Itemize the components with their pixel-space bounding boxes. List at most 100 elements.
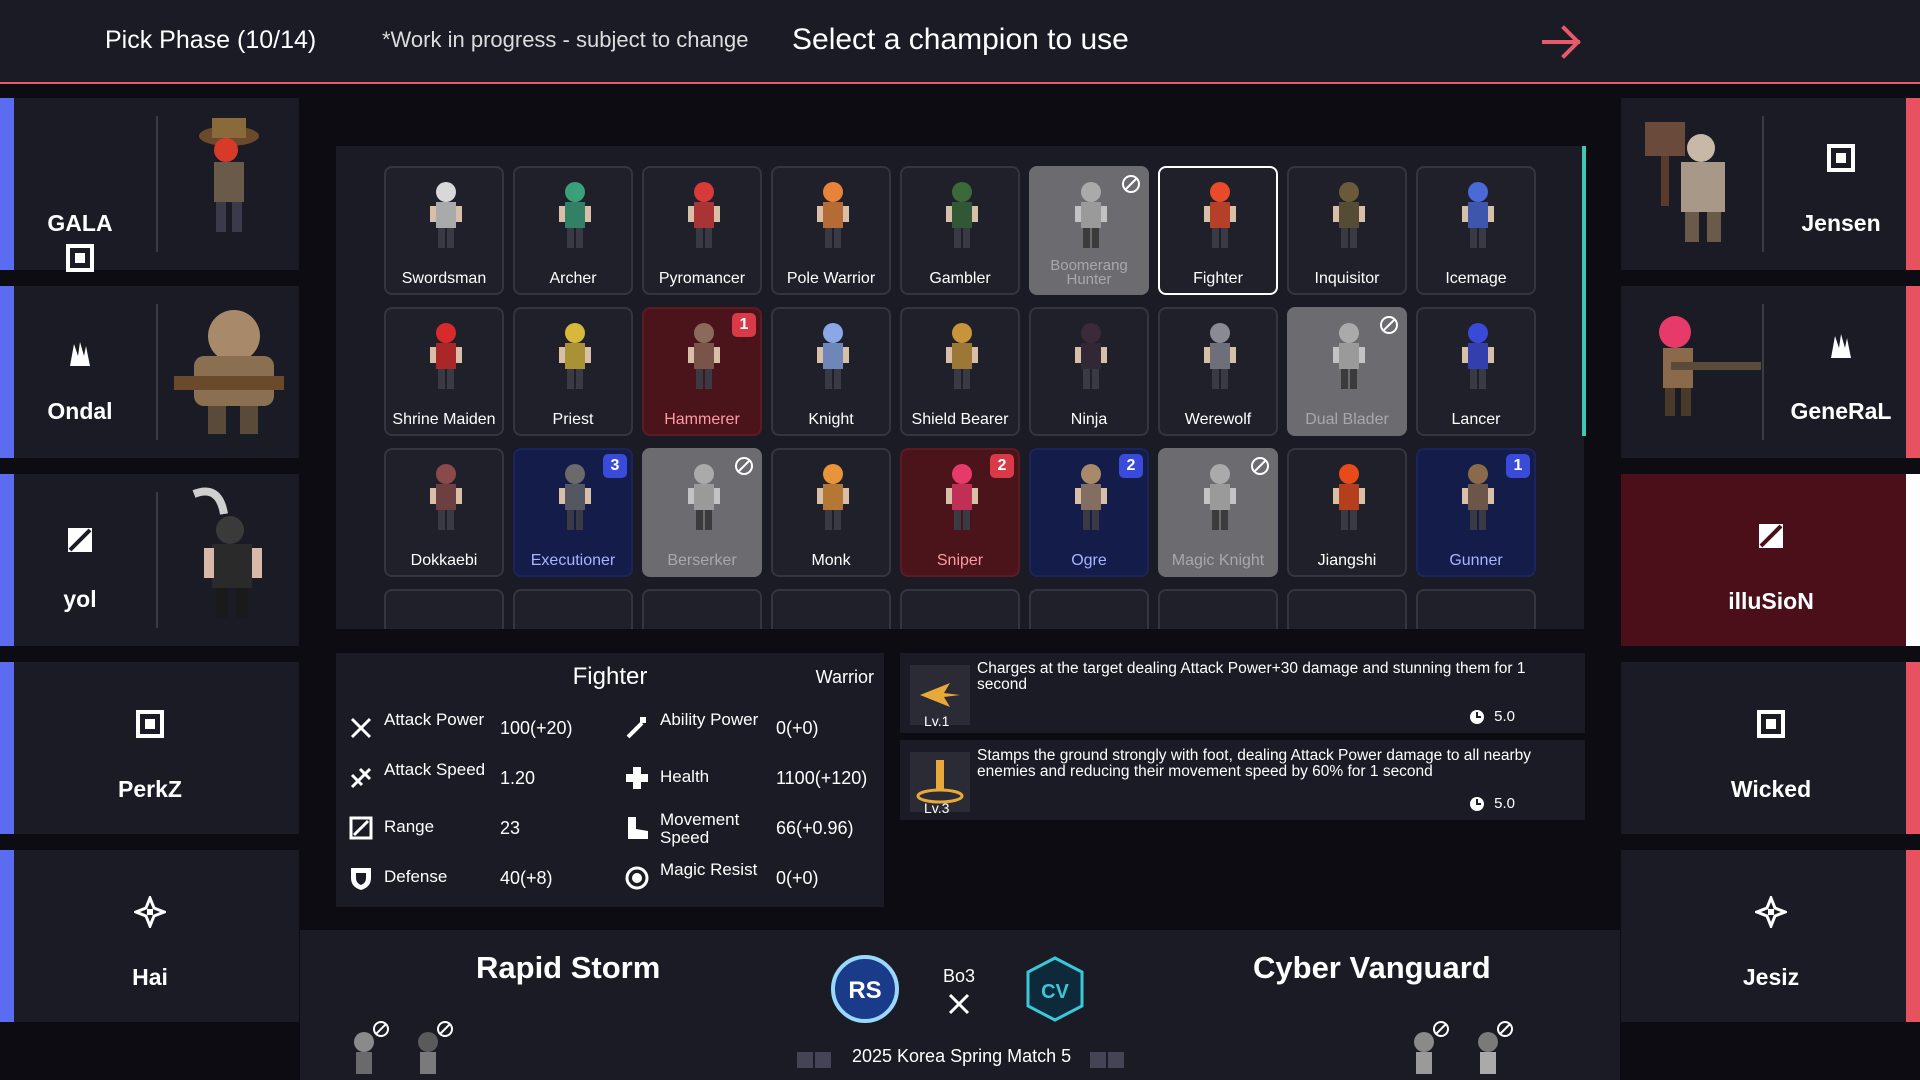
player-name: Jensen [1801, 210, 1881, 236]
champion-name: Boomerang Hunter [1050, 257, 1128, 288]
pick-order-badge: 2 [1119, 454, 1143, 478]
champion-sprite [817, 182, 849, 248]
champion-name: Pyromancer [658, 270, 746, 287]
champion-sprite [1333, 464, 1365, 530]
champion-sprite [688, 323, 720, 389]
champion-card-knight[interactable]: Knight [771, 307, 891, 436]
instruction-title: Select a champion to use [792, 23, 1129, 56]
champion-sprite [559, 182, 591, 248]
champion-card-hidden-row[interactable] [513, 589, 633, 629]
champion-sprite [430, 323, 462, 389]
slash-role-icon [68, 528, 92, 552]
champion-card-werewolf[interactable]: Werewolf [1158, 307, 1278, 436]
champion-card-hidden-row[interactable] [642, 589, 762, 629]
champion-sprite [1462, 464, 1494, 530]
champion-portrait-ogre [174, 310, 284, 434]
champion-sprite [1075, 182, 1107, 248]
champion-name: Jiangshi [1317, 552, 1377, 569]
champion-name: Gambler [929, 270, 991, 287]
champion-card-hidden-row[interactable] [1158, 589, 1278, 629]
top-bar: Pick Phase (10/14) *Work in progress - s… [0, 0, 1920, 84]
player-name: GALA [47, 210, 113, 236]
champion-card-inquisitor[interactable]: Inquisitor [1287, 166, 1407, 295]
grid-scrollbar[interactable] [1582, 146, 1586, 436]
square-role-icon [1757, 710, 1785, 738]
right-player-card-2: GeneRaL [1621, 286, 1920, 458]
champion-card-fighter[interactable]: Fighter [1158, 166, 1278, 295]
champion-card-hidden-row[interactable] [384, 589, 504, 629]
champion-card-shield-bearer[interactable]: Shield Bearer [900, 307, 1020, 436]
champion-card-swordsman[interactable]: Swordsman [384, 166, 504, 295]
champion-card-hidden-row[interactable] [1416, 589, 1536, 629]
champion-card-magic-knight: Magic Knight [1158, 448, 1278, 577]
pick-order-badge: 2 [990, 454, 1014, 478]
player-name: Hai [132, 964, 168, 990]
crosshair-role-icon [134, 896, 166, 928]
champion-card-dokkaebi[interactable]: Dokkaebi [384, 448, 504, 577]
champion-card-ogre[interactable]: Ogre 2 [1029, 448, 1149, 577]
champion-card-ninja[interactable]: Ninja [1029, 307, 1149, 436]
cooldown-clock-icon [1470, 710, 1484, 724]
match-info-bar: Rapid Storm Cyber Vanguard RS Bo3 CV 202… [300, 930, 1620, 1080]
champion-card-gambler[interactable]: Gambler [900, 166, 1020, 295]
champion-card-icemage[interactable]: Icemage [1416, 166, 1536, 295]
champion-card-hidden-row[interactable] [1287, 589, 1407, 629]
pick-order-badge: 1 [732, 313, 756, 337]
sword-icon [350, 717, 372, 739]
champion-card-hidden-row[interactable] [900, 589, 1020, 629]
player-name: illuSioN [1728, 588, 1814, 614]
champion-name: Pole Warrior [786, 270, 876, 287]
rapid-storm-logo-icon: RS [831, 955, 899, 1023]
champion-card-pole-warrior[interactable]: Pole Warrior [771, 166, 891, 295]
champion-name: Werewolf [1184, 411, 1252, 428]
champion-card-hidden-row[interactable] [1029, 589, 1149, 629]
magic-shield-icon [625, 866, 649, 890]
champion-sprite [430, 464, 462, 530]
skill-cooldown: 5.0 [1494, 708, 1515, 725]
champion-card-jiangshi[interactable]: Jiangshi [1287, 448, 1407, 577]
player-name: yol [63, 586, 97, 612]
left-team-name: Rapid Storm [476, 950, 661, 985]
square-role-icon [66, 244, 94, 272]
player-name: Ondal [47, 398, 113, 424]
champion-name: Knight [808, 411, 854, 428]
champion-sprite [1075, 323, 1107, 389]
champion-card-pyromancer[interactable]: Pyromancer [642, 166, 762, 295]
champion-card-monk[interactable]: Monk [771, 448, 891, 577]
champion-sprite [1204, 464, 1236, 530]
champion-sprite [688, 464, 720, 530]
champion-card-lancer[interactable]: Lancer [1416, 307, 1536, 436]
pick-order-badge: 3 [603, 454, 627, 478]
champion-name: Ninja [1070, 411, 1108, 428]
ban-icon [1433, 1021, 1449, 1037]
champion-sprite [817, 464, 849, 530]
champion-portrait-gunner [199, 118, 259, 232]
series-indicator [1090, 1052, 1106, 1068]
champion-class: Warrior [815, 667, 874, 687]
divider [156, 116, 158, 252]
champion-name: Monk [811, 552, 851, 569]
champion-sprite [559, 464, 591, 530]
champion-name: Shrine Maiden [392, 411, 496, 428]
next-arrow-icon[interactable] [1540, 20, 1584, 64]
cyber-vanguard-logo-icon: CV [1026, 956, 1084, 1022]
champion-card-archer[interactable]: Archer [513, 166, 633, 295]
champion-card-hidden-row[interactable] [771, 589, 891, 629]
champion-card-shrine-maiden[interactable]: Shrine Maiden [384, 307, 504, 436]
champion-name: Berserker [667, 552, 737, 569]
champion-sprite [817, 323, 849, 389]
champion-sprite [1075, 464, 1107, 530]
champion-name: Lancer [1451, 411, 1501, 428]
right-player-card-5: Jesiz [1621, 850, 1920, 1022]
champion-name: Ogre [1071, 552, 1107, 569]
champion-card-priest[interactable]: Priest [513, 307, 633, 436]
player-name: Wicked [1730, 776, 1812, 802]
event-name: 2025 Korea Spring Match 5 [852, 1046, 1072, 1066]
skill-description: Stamps the ground strongly with foot, de… [977, 747, 1532, 780]
left-player-card-3: yol [0, 474, 299, 646]
champion-sprite [1204, 182, 1236, 248]
